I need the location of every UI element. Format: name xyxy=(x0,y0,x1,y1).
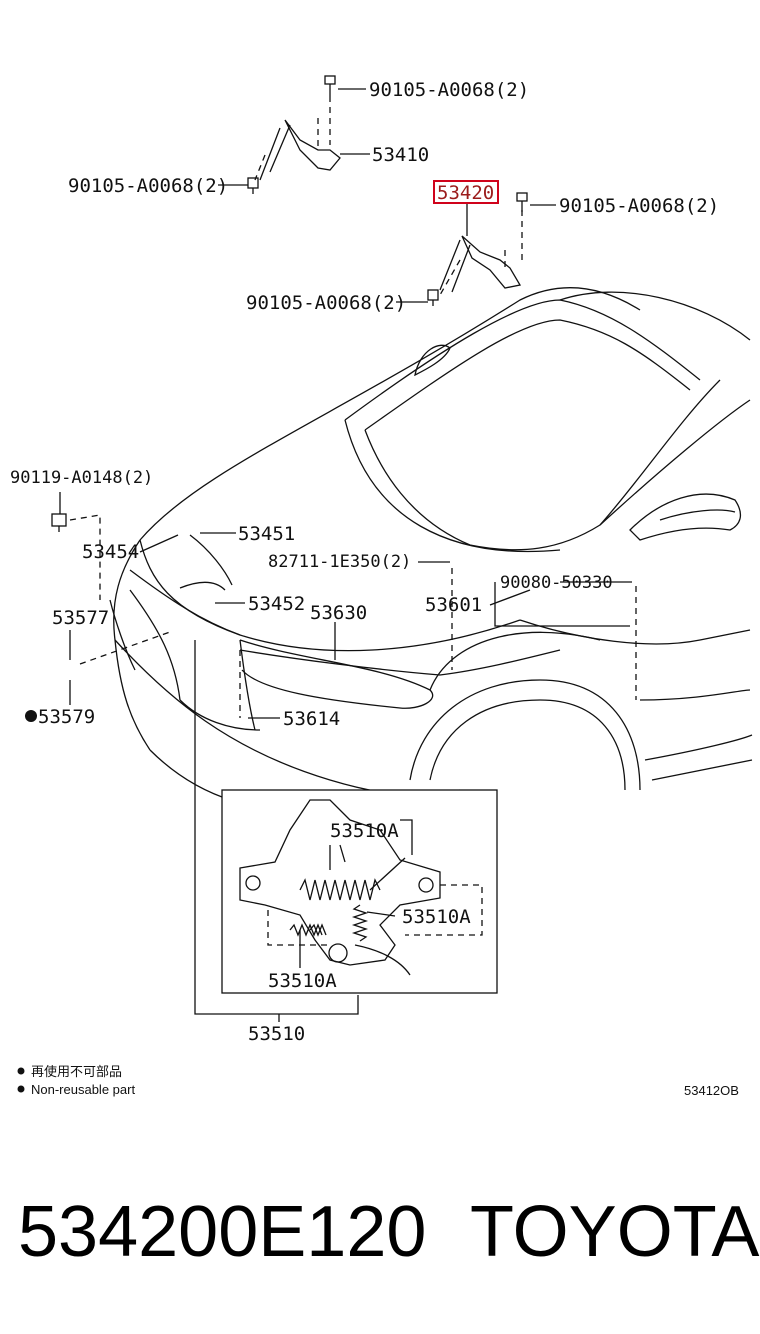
figure-code: 53412OB xyxy=(684,1083,739,1098)
label-hinge-rh: 53420 xyxy=(437,182,494,204)
bolt-icon xyxy=(427,289,439,306)
label-hinge-lh: 53410 xyxy=(372,144,429,166)
footer-brand: TOYOTA xyxy=(470,1192,759,1272)
label-spring-b: 53510A xyxy=(402,906,471,928)
bolt-icon xyxy=(247,177,259,194)
hood-lock-inset xyxy=(221,789,498,994)
label-screw-fender: 90080-50330 xyxy=(500,573,613,593)
legend-zh: 再使用不可部品 xyxy=(31,1064,122,1079)
label-hook: 53614 xyxy=(283,708,340,730)
part-labels: 90105-A0068(2) 53410 90105-A0068(2) 5342… xyxy=(10,79,719,1045)
label-bolt-left: 90105-A0068(2) xyxy=(68,175,228,197)
car-body xyxy=(109,287,753,812)
label-lever: 53452 xyxy=(248,593,305,615)
hinge-lh xyxy=(254,96,341,181)
label-cushion: 53579 xyxy=(38,706,95,728)
label-bolt-top: 90105-A0068(2) xyxy=(369,79,529,101)
label-bolt-right-bottom: 90105-A0068(2) xyxy=(246,292,406,314)
footer: 534200E120 TOYOTA xyxy=(18,1192,759,1272)
legend-en: Non-reusable part xyxy=(31,1082,135,1097)
label-spring-c: 53510A xyxy=(268,970,337,992)
legend-dot-icon xyxy=(17,1067,25,1075)
highlight-box xyxy=(433,180,499,204)
label-cable-end: 53451 xyxy=(238,523,295,545)
label-screw-front: 90119-A0148(2) xyxy=(10,468,153,488)
bolt-icon xyxy=(516,192,528,212)
hinge-rh xyxy=(439,210,523,296)
bolt-icon xyxy=(324,75,336,96)
label-clip: 82711-1E350(2) xyxy=(268,552,411,572)
non-reusable-dot-icon xyxy=(25,710,37,722)
label-spring-a: 53510A xyxy=(330,820,399,842)
label-bracket: 53454 xyxy=(82,541,139,563)
legend: 再使用不可部品 Non-reusable part 53412OB xyxy=(17,1064,739,1098)
legend-dot-icon xyxy=(17,1085,25,1093)
label-lock-assembly: 53510 xyxy=(248,1023,305,1045)
label-cable-clamp: 53601 xyxy=(425,594,482,616)
bolt-icon-group xyxy=(51,75,528,532)
leader-lines xyxy=(59,88,637,1022)
footer-part-number: 534200E120 xyxy=(18,1192,426,1272)
bolt-icon xyxy=(51,513,67,532)
label-bolt-right-top: 90105-A0068(2) xyxy=(559,195,719,217)
label-stopper: 53577 xyxy=(52,607,109,629)
label-cable: 53630 xyxy=(310,602,367,624)
